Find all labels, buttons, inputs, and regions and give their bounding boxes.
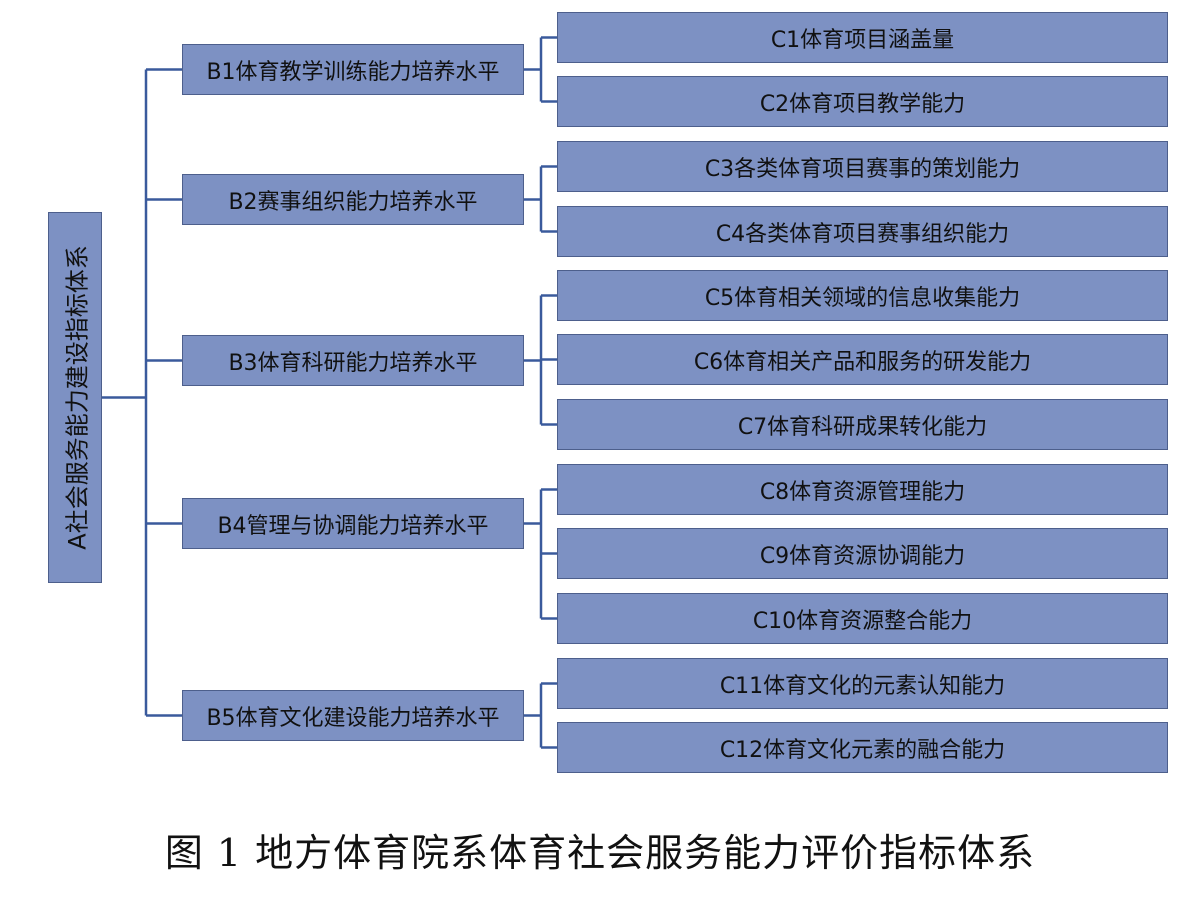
- level-c-node-11: C11体育文化的元素认知能力: [557, 658, 1168, 709]
- figure-caption: 图 1 地方体育院系体育社会服务能力评价指标体系: [164, 831, 1036, 875]
- level-b-node-5: B5体育文化建设能力培养水平: [182, 690, 524, 741]
- level-c-node-2: C2体育项目教学能力: [557, 76, 1168, 127]
- level-c-node-5: C5体育相关领域的信息收集能力: [557, 270, 1168, 321]
- level-c-node-9: C9体育资源协调能力: [557, 528, 1168, 579]
- level-c-node-7: C7体育科研成果转化能力: [557, 399, 1168, 450]
- level-b-node-4: B4管理与协调能力培养水平: [182, 498, 524, 549]
- level-c-node-10: C10体育资源整合能力: [557, 593, 1168, 644]
- level-c-node-8: C8体育资源管理能力: [557, 464, 1168, 515]
- level-b-node-2: B2赛事组织能力培养水平: [182, 174, 524, 225]
- level-b-node-3: B3体育科研能力培养水平: [182, 335, 524, 386]
- level-b-node-1: B1体育教学训练能力培养水平: [182, 44, 524, 95]
- root-node: A社会服务能力建设指标体系: [48, 212, 102, 583]
- level-c-node-6: C6体育相关产品和服务的研发能力: [557, 334, 1168, 385]
- level-c-node-12: C12体育文化元素的融合能力: [557, 722, 1168, 773]
- level-c-node-4: C4各类体育项目赛事组织能力: [557, 206, 1168, 257]
- level-c-node-1: C1体育项目涵盖量: [557, 12, 1168, 63]
- root-label: A社会服务能力建设指标体系: [63, 245, 92, 550]
- level-c-node-3: C3各类体育项目赛事的策划能力: [557, 141, 1168, 192]
